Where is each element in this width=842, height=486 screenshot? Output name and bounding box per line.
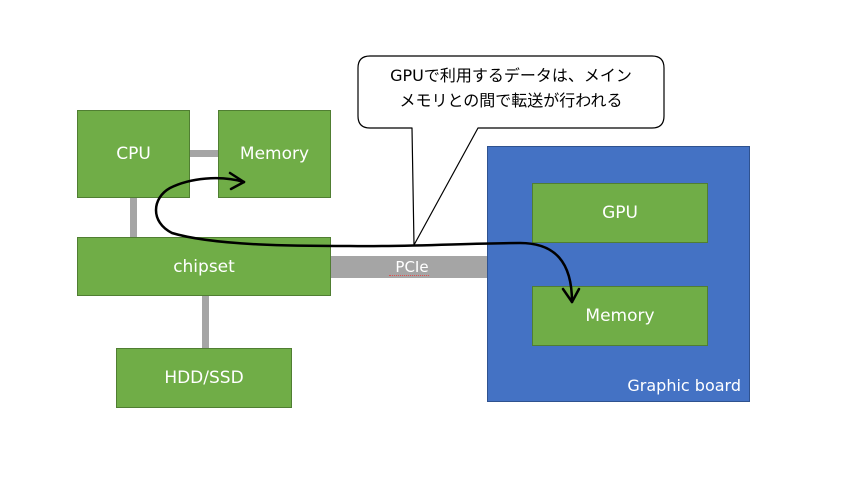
- data-transfer-path: [154, 176, 574, 304]
- graphic-board-label: Graphic board: [627, 376, 741, 395]
- gpu-memory-label: Memory: [585, 306, 655, 326]
- callout-line-1: GPUで利用するデータは、メイン: [390, 66, 632, 85]
- spellcheck-underline: [389, 275, 429, 276]
- gpu-label: GPU: [602, 203, 638, 223]
- cpu-box: CPU: [77, 110, 190, 198]
- storage-label: HDD/SSD: [164, 368, 244, 388]
- chipset-box: chipset: [77, 237, 331, 296]
- callout-text: GPUで利用するデータは、メイン メモリとの間で転送が行われる: [360, 63, 662, 113]
- main-memory-box: Memory: [218, 110, 331, 198]
- arrowhead-gpu-memory: [561, 287, 581, 304]
- pcie-bus: [330, 256, 488, 278]
- cpu-chipset-connector: [130, 197, 137, 237]
- callout-line-2: メモリとの間で転送が行われる: [399, 91, 623, 110]
- cpu-memory-connector: [189, 150, 219, 157]
- pcie-label: PCIe: [395, 258, 429, 276]
- chipset-storage-connector: [202, 295, 209, 348]
- main-memory-label: Memory: [239, 144, 310, 164]
- gpu-memory-box: Memory: [532, 286, 708, 346]
- arrowhead-main-memory: [228, 171, 246, 191]
- chipset-label: chipset: [173, 256, 235, 277]
- storage-box: HDD/SSD: [116, 348, 292, 408]
- graphic-board: GPU Memory Graphic board: [487, 146, 750, 402]
- gpu-box: GPU: [532, 183, 708, 243]
- callout-bubble: [357, 55, 665, 246]
- cpu-label: CPU: [116, 144, 151, 164]
